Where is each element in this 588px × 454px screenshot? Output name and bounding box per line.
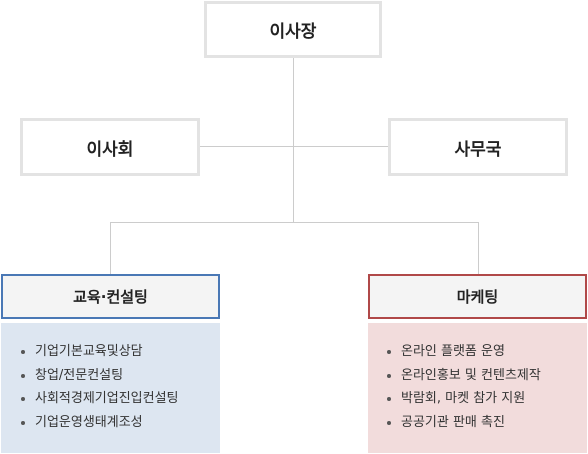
department-box-education: 교육·컨설팅 bbox=[1, 274, 220, 319]
list-item: 온라인 플랫폼 운영 bbox=[385, 340, 587, 364]
connector-chairman-trunk bbox=[293, 58, 294, 222]
list-item: 사회적경제기업진입컨설팅 bbox=[19, 387, 220, 411]
department-label-marketing: 마케팅 bbox=[456, 288, 499, 306]
list-item: 기업기본교육및상담 bbox=[19, 340, 220, 364]
connector-branch-left bbox=[110, 222, 111, 274]
connector-branch-right bbox=[478, 222, 479, 274]
list-item: 공공기관 판매 촉진 bbox=[385, 411, 587, 435]
secretariat-box: 사무국 bbox=[388, 118, 568, 176]
department-list-marketing: 온라인 플랫폼 운영 온라인홍보 및 컨텐츠제작 박람회, 마켓 참가 지원 공… bbox=[385, 340, 587, 434]
connector-board-secretariat bbox=[200, 146, 390, 147]
secretariat-label: 사무국 bbox=[454, 139, 502, 160]
connector-branch-horizontal bbox=[110, 222, 478, 223]
department-box-marketing: 마케팅 bbox=[368, 274, 587, 319]
department-panel-education: 기업기본교육및상담 창업/전문컨설팅 사회적경제기업진입컨설팅 기업운영생태계조… bbox=[1, 323, 220, 453]
list-item: 온라인홍보 및 컨텐츠제작 bbox=[385, 364, 587, 388]
board-label: 이사회 bbox=[86, 139, 134, 160]
department-list-education: 기업기본교육및상담 창업/전문컨설팅 사회적경제기업진입컨설팅 기업운영생태계조… bbox=[19, 340, 220, 434]
list-item: 기업운영생태계조성 bbox=[19, 411, 220, 435]
department-label-education: 교육·컨설팅 bbox=[73, 288, 148, 306]
chairman-label: 이사장 bbox=[269, 22, 317, 42]
list-item: 박람회, 마켓 참가 지원 bbox=[385, 387, 587, 411]
department-panel-marketing: 온라인 플랫폼 운영 온라인홍보 및 컨텐츠제작 박람회, 마켓 참가 지원 공… bbox=[368, 323, 587, 453]
list-item: 창업/전문컨설팅 bbox=[19, 364, 220, 388]
chairman-box: 이사장 bbox=[204, 1, 382, 58]
board-box: 이사회 bbox=[20, 118, 200, 176]
